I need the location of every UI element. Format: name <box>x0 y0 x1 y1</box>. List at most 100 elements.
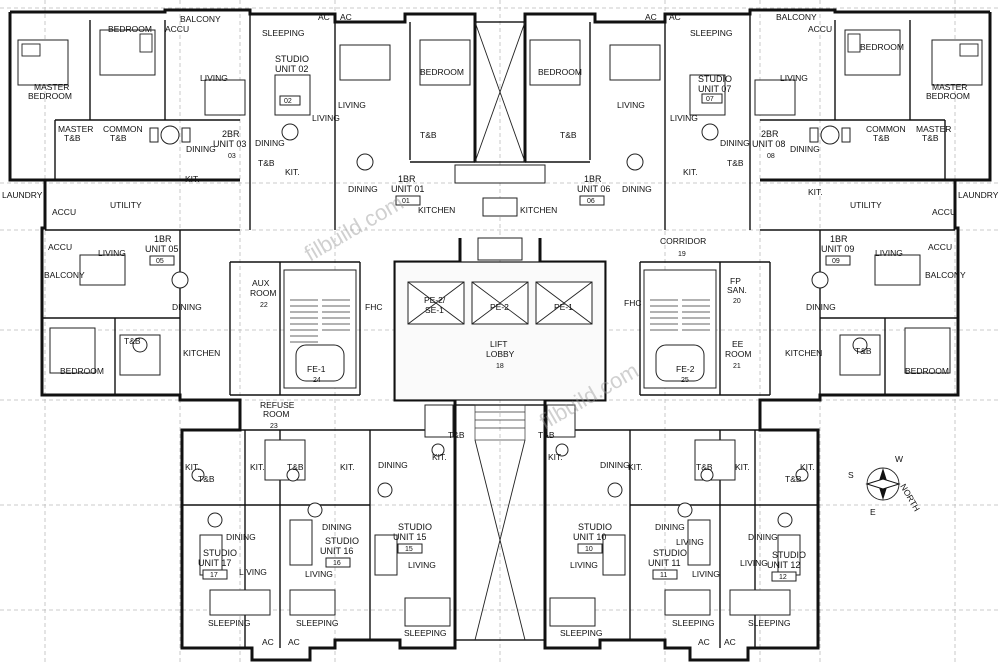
aux-room-label: AUX <box>252 278 270 288</box>
north-label: NORTH <box>898 482 922 513</box>
unit-name: UNIT 06 <box>577 184 610 194</box>
dining-label: DINING <box>348 184 378 194</box>
accu-label: ACCU <box>932 207 956 217</box>
unit-number: 16 <box>333 560 341 567</box>
living-label: LIVING <box>740 558 768 568</box>
unit-type: STUDIO <box>398 522 432 532</box>
dining-label: DINING <box>226 532 256 542</box>
dining-label: DINING <box>378 460 408 470</box>
tb-label: T&B <box>420 130 437 140</box>
refuse-room-label: ROOM <box>263 409 289 419</box>
living-label: LIVING <box>408 560 436 570</box>
bedroom-label: BEDROOM <box>420 67 464 77</box>
unit-number: 03 <box>228 153 236 160</box>
furniture-left <box>17 29 471 627</box>
unit-type: 1BR <box>584 174 602 184</box>
ee-room-label: EE <box>732 339 744 349</box>
fhc-label: FHC <box>624 298 641 308</box>
tb-label: T&B <box>560 130 577 140</box>
kit-label: KIT. <box>808 187 823 197</box>
corridor-number: 19 <box>678 251 686 258</box>
aux-room-number: 22 <box>260 302 268 309</box>
ac-label: AC <box>698 637 710 647</box>
living-label: LIVING <box>98 248 126 258</box>
living-label: LIVING <box>692 569 720 579</box>
common-tb-label: T&B <box>873 133 890 143</box>
unit-name: UNIT 01 <box>391 184 424 194</box>
unit-number-box <box>652 569 678 580</box>
common-tb-label: COMMON <box>103 124 143 134</box>
aux-room-label: ROOM <box>250 288 276 298</box>
fe2-label: FE-2 <box>676 364 695 374</box>
living-label: LIVING <box>780 73 808 83</box>
unit-number: 01 <box>402 198 410 205</box>
lift-lobby-label: LIFT <box>490 339 507 349</box>
sleeping-label: SLEEPING <box>296 618 339 628</box>
kit-label: KIT. <box>185 174 200 184</box>
unit-type: 1BR <box>398 174 416 184</box>
master-tb-label: T&B <box>922 133 939 143</box>
fhc-label: FHC <box>365 302 382 312</box>
kit-label: KIT. <box>800 462 815 472</box>
common-tb-label: T&B <box>110 133 127 143</box>
pe2-se1-label: SE-1 <box>425 305 444 315</box>
unit-name: UNIT 03 <box>213 139 246 149</box>
laundry-label: LAUNDRY <box>2 190 43 200</box>
unit-name: UNIT 17 <box>198 558 231 568</box>
dining-label: DINING <box>655 522 685 532</box>
living-label: LIVING <box>570 560 598 570</box>
unit-type: 1BR <box>154 234 172 244</box>
sleeping-label: SLEEPING <box>672 618 715 628</box>
kit-label: KIT. <box>432 452 447 462</box>
living-label: LIVING <box>305 569 333 579</box>
living-label: LIVING <box>676 537 704 547</box>
tb-label: T&B <box>785 474 802 484</box>
tb-label: T&B <box>696 462 713 472</box>
ee-room-number: 21 <box>733 363 741 370</box>
utility-label: UTILITY <box>110 200 142 210</box>
unit-type: 1BR <box>830 234 848 244</box>
kit-label: KIT. <box>628 462 643 472</box>
fp-san-number: 20 <box>733 298 741 305</box>
compass-south: S <box>848 470 854 480</box>
unit-number: 11 <box>660 572 667 579</box>
tb-label: T&B <box>855 346 872 356</box>
unit-number-box <box>771 571 797 582</box>
tb-label: T&B <box>258 158 275 168</box>
unit-number-box <box>397 543 423 554</box>
lift-lobby-number: 18 <box>496 363 504 370</box>
fp-san-label: FP <box>730 276 741 286</box>
compass-east: E <box>870 507 876 517</box>
fe2-number: 25 <box>681 377 689 384</box>
living-label: LIVING <box>312 113 340 123</box>
corridor-label: CORRIDOR <box>660 236 706 246</box>
master-bedroom-label: BEDROOM <box>28 91 72 101</box>
unit-name: UNIT 12 <box>767 560 800 570</box>
living-label: LIVING <box>200 73 228 83</box>
tb-label: T&B <box>448 430 465 440</box>
central-core <box>394 21 606 641</box>
kit-label: KIT. <box>548 452 563 462</box>
unit-number: 05 <box>156 258 164 265</box>
stairs <box>283 269 717 389</box>
unit-number-box <box>701 93 723 104</box>
unit-number: 07 <box>706 96 714 103</box>
kit-label: KIT. <box>250 462 265 472</box>
bedroom-label: BEDROOM <box>860 42 904 52</box>
unit-number: 02 <box>284 98 292 105</box>
unit-type: STUDIO <box>698 74 732 84</box>
dining-label: DINING <box>255 138 285 148</box>
accu-label: ACCU <box>808 24 832 34</box>
kit-label: KIT. <box>285 167 300 177</box>
unit-number: 15 <box>405 546 413 553</box>
unit-number-box <box>579 195 605 206</box>
master-bedroom-label: BEDROOM <box>926 91 970 101</box>
fe1-number: 24 <box>313 377 321 384</box>
living-label: LIVING <box>239 567 267 577</box>
north-arrow: S W E NORTH <box>848 454 922 517</box>
unit-name: UNIT 07 <box>698 84 731 94</box>
fe1-label: FE-1 <box>307 364 326 374</box>
unit-number: 10 <box>585 546 593 553</box>
balcony-label: BALCONY <box>925 270 966 280</box>
